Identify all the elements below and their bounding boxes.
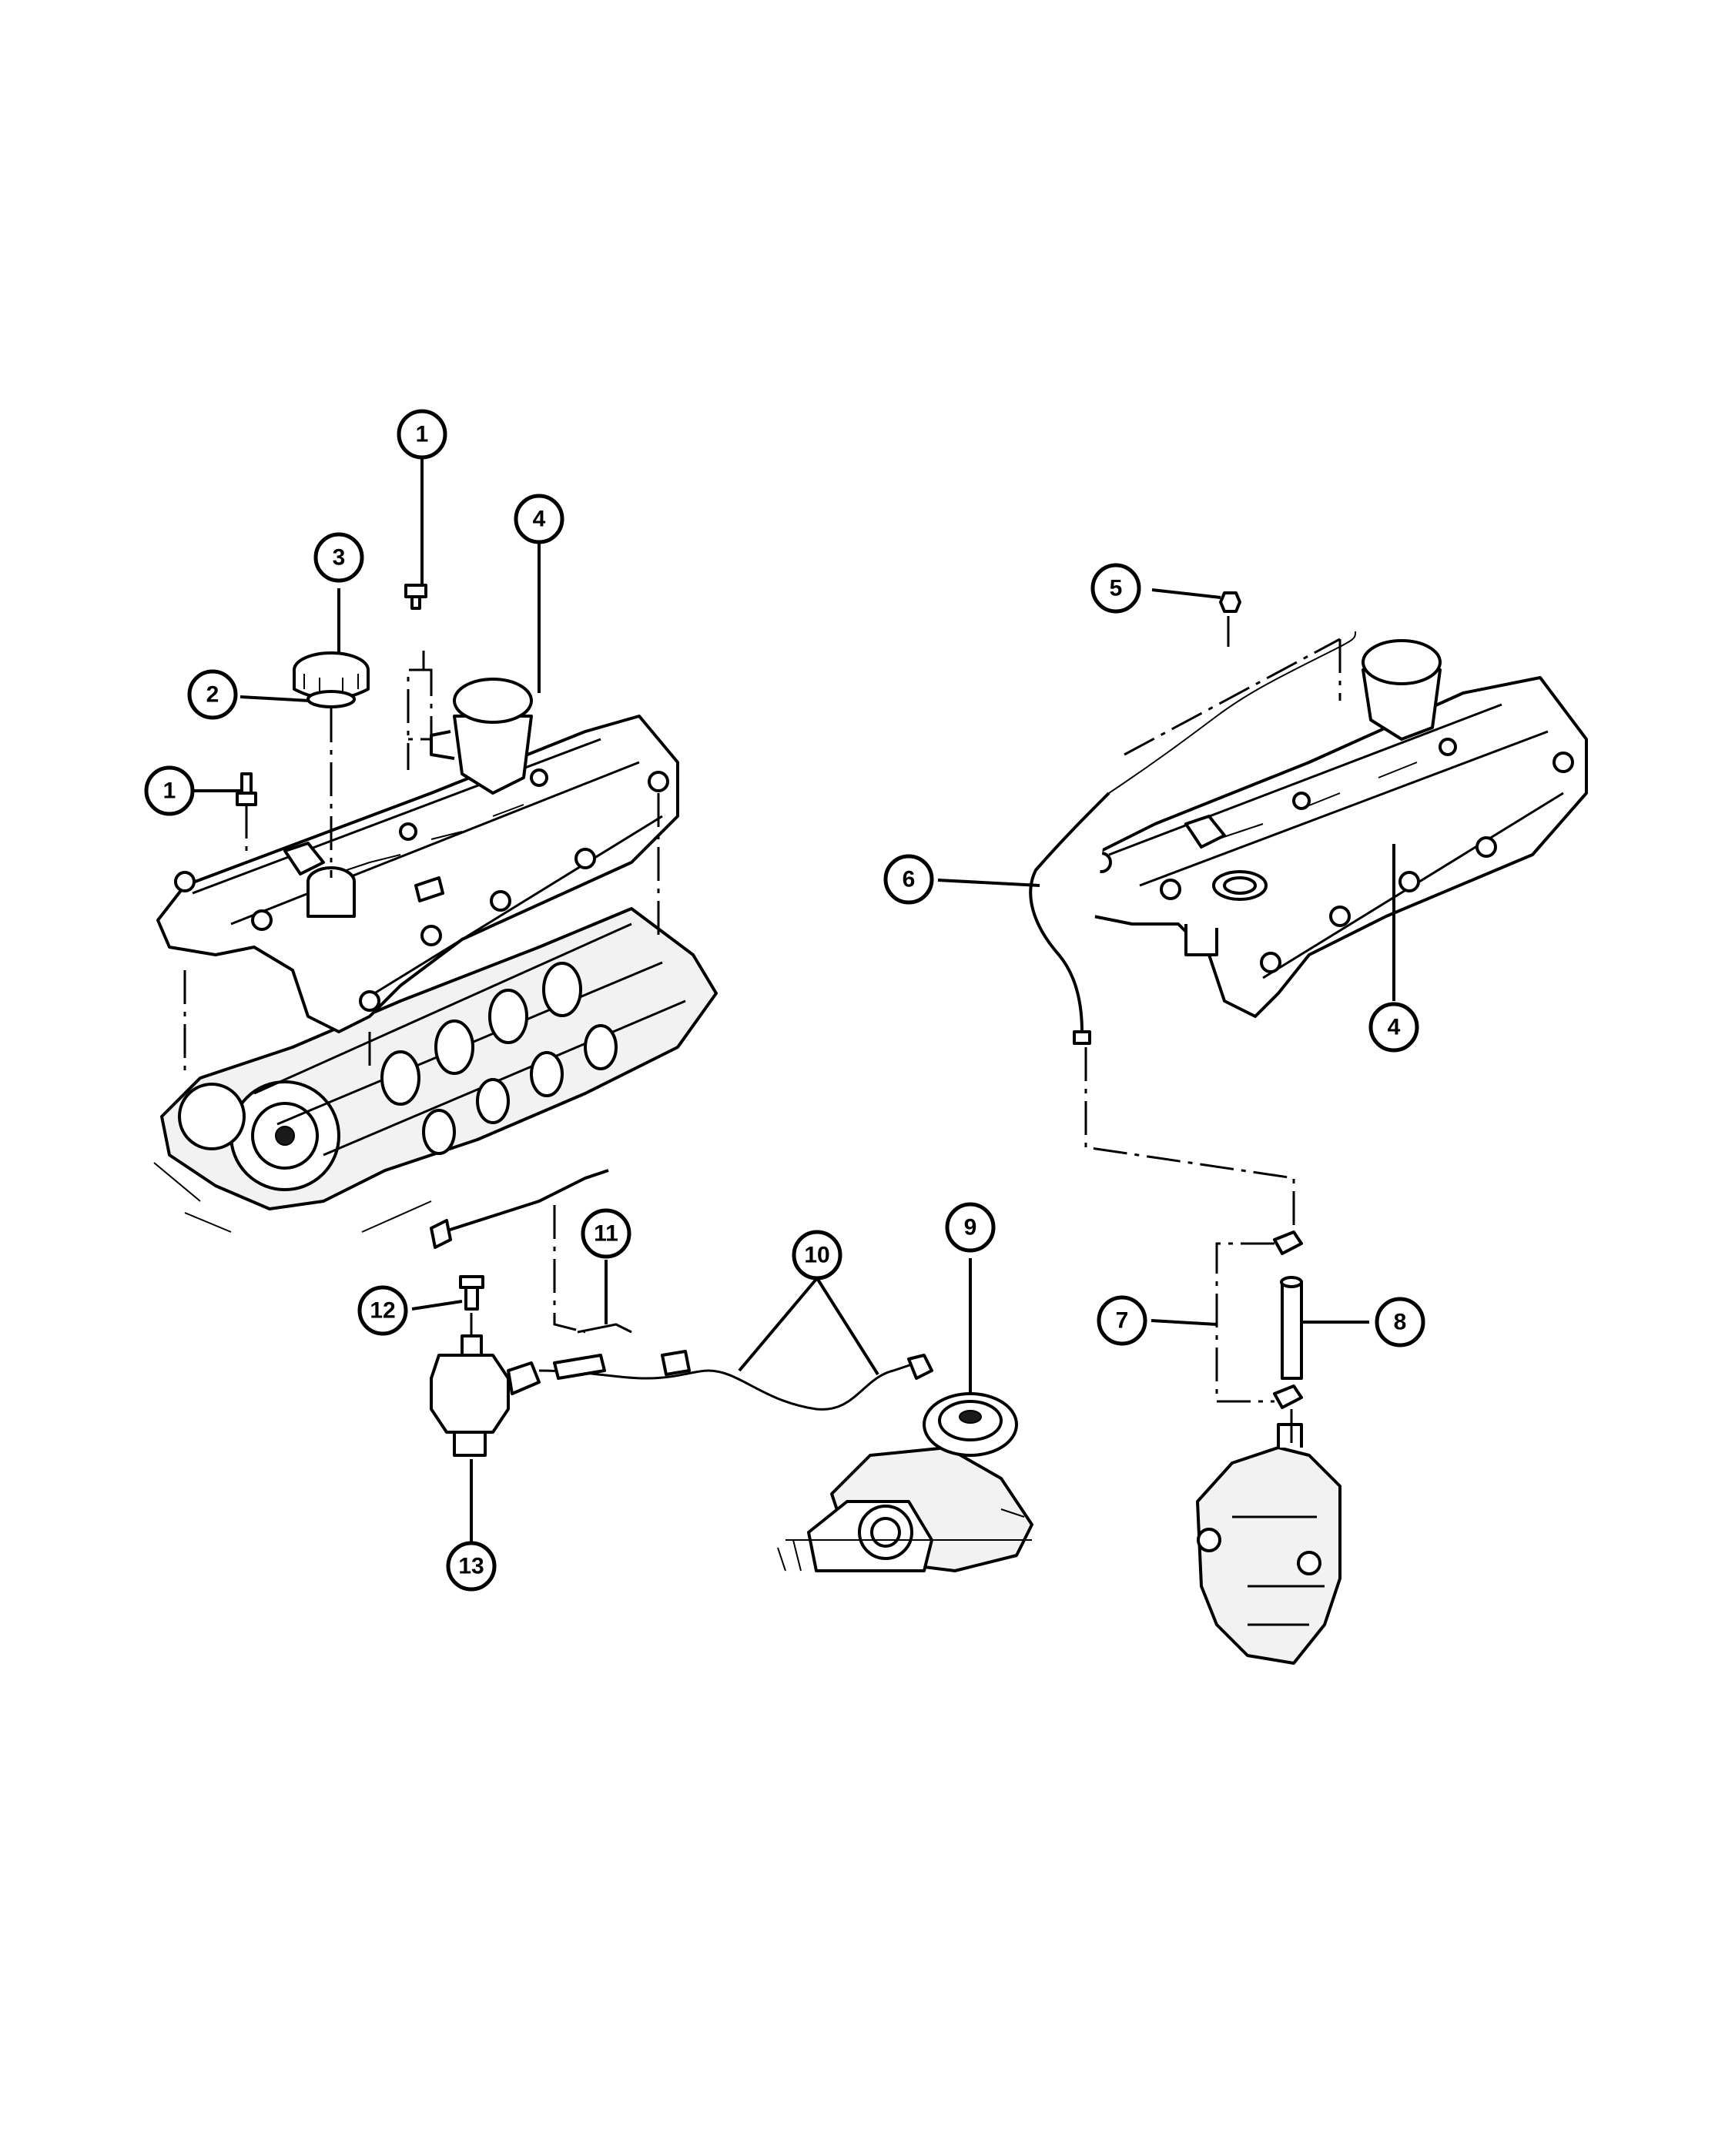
- solenoid-bolt: [459, 1275, 484, 1311]
- callout-1-top: 1: [397, 409, 447, 460]
- egr-tube: [430, 1169, 609, 1249]
- oil-filler-cap-seal: [306, 690, 356, 708]
- svg-text:7: 7: [1116, 1308, 1129, 1334]
- cylinder-head-cover-left: [156, 678, 679, 1033]
- svg-text:2: 2: [206, 682, 219, 708]
- svg-text:12: 12: [370, 1298, 395, 1324]
- vacuum-harness: [538, 1323, 933, 1411]
- nut-5: [1219, 591, 1241, 613]
- assembly-lines: [183, 616, 1341, 1448]
- callout-12: 12: [357, 1285, 408, 1336]
- callout-4-right: 4: [1368, 1002, 1419, 1053]
- svg-text:11: 11: [594, 1221, 618, 1247]
- pcv-valve-housing-right: [1362, 639, 1442, 741]
- svg-text:4: 4: [533, 507, 546, 532]
- svg-text:8: 8: [1394, 1310, 1407, 1335]
- svg-text:10: 10: [804, 1243, 829, 1268]
- callout-5: 5: [1090, 563, 1141, 614]
- oil-filler-opening-right: [1212, 870, 1268, 901]
- pcv-valve-housing: [430, 678, 533, 795]
- leader-lines: [193, 457, 1395, 1542]
- svg-text:1: 1: [163, 778, 176, 804]
- cylinder-head-cover-right: [1069, 639, 1588, 1018]
- callout-6: 6: [883, 854, 934, 905]
- svg-text:6: 6: [903, 867, 916, 892]
- svg-text:3: 3: [333, 545, 346, 571]
- vacuum-pump: [1196, 1423, 1341, 1665]
- callout-7: 7: [1097, 1295, 1147, 1346]
- bolt-1-top: [404, 584, 427, 610]
- hose-clamps: [1273, 1230, 1303, 1409]
- callout-9: 9: [945, 1202, 996, 1253]
- cover-bolts-left: [174, 768, 669, 1012]
- hose-8: [1280, 1276, 1303, 1380]
- bolt-1-left: [236, 772, 257, 806]
- callout-4-left: 4: [514, 494, 564, 544]
- callout-1-left: 1: [144, 765, 195, 816]
- cover-bolts-right: [1090, 738, 1574, 973]
- callout-3: 3: [313, 532, 364, 583]
- svg-text:13: 13: [458, 1554, 484, 1579]
- callout-11: 11: [581, 1208, 631, 1259]
- svg-text:4: 4: [1388, 1015, 1401, 1040]
- vacuum-hose: [1029, 631, 1356, 1045]
- oil-filler-neck: [306, 866, 356, 918]
- svg-text:1: 1: [416, 422, 429, 447]
- callout-10: 10: [792, 1230, 842, 1281]
- svg-text:9: 9: [964, 1215, 977, 1240]
- callout-8: 8: [1375, 1297, 1425, 1348]
- camshaft: [380, 962, 618, 1155]
- cylinder-head: [153, 907, 718, 1233]
- svg-text:5: 5: [1110, 576, 1123, 601]
- egr-solenoid: [430, 1334, 541, 1457]
- callout-2: 2: [187, 669, 238, 720]
- egr-valve: [777, 1392, 1033, 1572]
- callout-13: 13: [446, 1541, 497, 1592]
